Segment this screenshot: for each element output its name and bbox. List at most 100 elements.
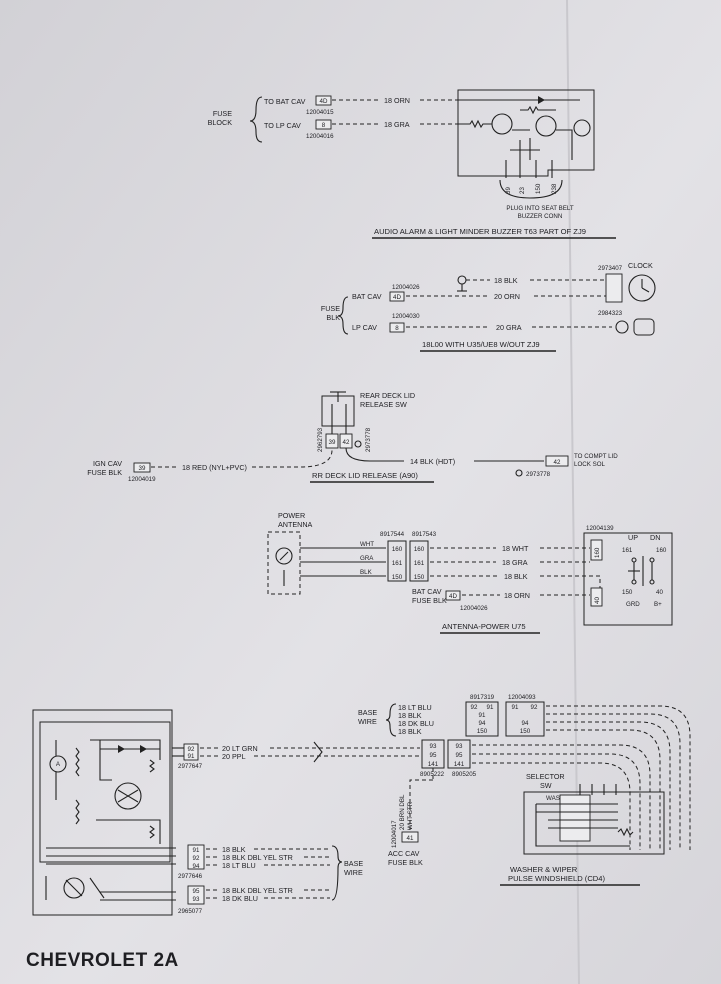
wiper-connector-a bbox=[465, 701, 499, 737]
svg-text:160: 160 bbox=[594, 547, 601, 558]
svg-text:95: 95 bbox=[456, 752, 463, 759]
antenna-bat-number: 4D bbox=[449, 593, 457, 600]
svg-text:94: 94 bbox=[522, 720, 529, 727]
wire-20-lt-grn: 20 LT GRN bbox=[222, 744, 258, 753]
svg-text:WIRE: WIRE bbox=[344, 868, 363, 877]
svg-text:18 BLK DBL YEL STR: 18 BLK DBL YEL STR bbox=[222, 886, 293, 895]
svg-text:WHT: WHT bbox=[360, 541, 374, 548]
clock-lp-number: 8 bbox=[395, 325, 399, 332]
wiper-connector-b bbox=[505, 701, 545, 737]
svg-text:8917544: 8917544 bbox=[380, 531, 405, 538]
antenna-wire-18-blk: 18 BLK bbox=[504, 572, 528, 581]
lamp-icon bbox=[615, 320, 629, 334]
svg-text:12004015: 12004015 bbox=[306, 109, 334, 116]
svg-text:94: 94 bbox=[193, 863, 200, 870]
antenna-grd-label: GRD bbox=[626, 601, 640, 608]
motor-icon bbox=[275, 547, 293, 565]
clock-bat-number: 4D bbox=[393, 294, 401, 301]
svg-text:2984323: 2984323 bbox=[598, 310, 623, 317]
svg-text:8905222: 8905222 bbox=[420, 771, 445, 778]
clock-fuse-label: FUSE bbox=[321, 304, 340, 313]
svg-text:18 BLK: 18 BLK bbox=[222, 845, 246, 854]
svg-text:12004093: 12004093 bbox=[508, 694, 536, 701]
svg-text:92: 92 bbox=[531, 704, 538, 711]
svg-text:39: 39 bbox=[329, 439, 336, 446]
wire-18-red: 18 RED (NYL+PVC) bbox=[182, 463, 247, 472]
antenna-bat-cav-label: BAT CAV bbox=[412, 587, 442, 596]
svg-text:18 LT BLU: 18 LT BLU bbox=[398, 703, 432, 712]
acc-wire-label: 20 BRN DBL bbox=[399, 794, 406, 830]
deck-lid-caption: RR DECK LID RELEASE (A90) bbox=[312, 471, 418, 480]
svg-text:18 DK BLU: 18 DK BLU bbox=[398, 719, 434, 728]
svg-text:18 BLK: 18 BLK bbox=[398, 727, 422, 736]
svg-text:2973778: 2973778 bbox=[365, 427, 372, 452]
svg-text:18 BLK DBL YEL STR: 18 BLK DBL YEL STR bbox=[222, 853, 293, 862]
svg-text:91: 91 bbox=[512, 704, 519, 711]
svg-text:12004030: 12004030 bbox=[392, 313, 420, 320]
antenna-bplus-label: B+ bbox=[654, 601, 662, 608]
svg-text:150: 150 bbox=[477, 728, 488, 735]
svg-text:BLK: BLK bbox=[326, 313, 340, 322]
svg-text:8905205: 8905205 bbox=[452, 771, 477, 778]
wash-label: WASH bbox=[546, 795, 564, 802]
wire-18-gra: 18 GRA bbox=[384, 120, 410, 129]
svg-text:150: 150 bbox=[622, 589, 633, 596]
svg-text:2962793: 2962793 bbox=[317, 427, 324, 452]
antenna-motor-box bbox=[267, 531, 301, 595]
acc-cav-number: 41 bbox=[407, 835, 414, 842]
svg-text:18 DK BLU: 18 DK BLU bbox=[222, 894, 258, 903]
svg-text:92: 92 bbox=[193, 855, 200, 862]
pulse-transistor-icon bbox=[114, 782, 142, 810]
svg-text:141: 141 bbox=[454, 761, 465, 768]
wiper-motor-icon bbox=[63, 877, 85, 899]
ammeter-icon bbox=[49, 755, 67, 773]
svg-text:A: A bbox=[56, 761, 61, 768]
svg-text:12004026: 12004026 bbox=[392, 284, 420, 291]
svg-text:42: 42 bbox=[343, 439, 350, 446]
selector-sw-label: SELECTOR bbox=[526, 772, 565, 781]
clock-icon bbox=[628, 274, 656, 302]
base-wire-top-label: BASE bbox=[358, 708, 377, 717]
svg-text:92: 92 bbox=[471, 704, 478, 711]
svg-text:12004026: 12004026 bbox=[460, 605, 488, 612]
wire-14-blk: 14 BLK (HDT) bbox=[410, 457, 455, 466]
svg-text:141: 141 bbox=[428, 761, 439, 768]
selector-switch bbox=[523, 791, 665, 855]
svg-text:150: 150 bbox=[392, 574, 403, 581]
deck-lid-section: REAR DECK LID RELEASE SW 2962793 39 42 2… bbox=[87, 391, 618, 483]
fuse-brace bbox=[249, 96, 263, 143]
buzzer-icon bbox=[573, 119, 591, 137]
svg-text:18 LT BLU: 18 LT BLU bbox=[222, 861, 256, 870]
svg-text:LOCK SOL: LOCK SOL bbox=[574, 461, 606, 468]
svg-text:BAT CAV: BAT CAV bbox=[352, 292, 382, 301]
buzzer-module bbox=[457, 89, 595, 177]
audio-alarm-caption: AUDIO ALARM & LIGHT MINDER BUZZER T63 PA… bbox=[374, 227, 586, 236]
antenna-caption: ANTENNA-POWER U75 bbox=[442, 622, 526, 631]
svg-text:92: 92 bbox=[188, 746, 195, 753]
svg-text:LP CAV: LP CAV bbox=[352, 323, 377, 332]
svg-text:40: 40 bbox=[594, 597, 601, 604]
svg-text:93: 93 bbox=[456, 743, 463, 750]
svg-text:12004017: 12004017 bbox=[391, 820, 398, 848]
svg-text:8917319: 8917319 bbox=[470, 694, 495, 701]
svg-text:91: 91 bbox=[479, 712, 486, 719]
svg-text:40: 40 bbox=[656, 589, 663, 596]
acc-cav-label: ACC CAV bbox=[388, 849, 420, 858]
wiper-motor-module bbox=[32, 709, 173, 916]
wire-20-ppl: 20 PPL bbox=[222, 752, 246, 761]
svg-text:TO LP CAV: TO LP CAV bbox=[264, 121, 301, 130]
wiper-section: A 92 91 2977647 20 LT GRN 20 PPL bbox=[32, 694, 691, 916]
svg-text:2973407: 2973407 bbox=[598, 265, 623, 272]
svg-text:91: 91 bbox=[193, 847, 200, 854]
svg-text:BUZZER CONN: BUZZER CONN bbox=[518, 213, 563, 220]
antenna-section: POWER ANTENNA WHT GRA BLK 8917544 891754… bbox=[267, 511, 673, 634]
svg-text:93: 93 bbox=[193, 896, 200, 903]
bat-cav-number: 4D bbox=[320, 98, 328, 105]
lock-sol-label: TO COMPT LID bbox=[574, 453, 618, 460]
svg-text:161: 161 bbox=[392, 560, 403, 567]
wiper-connector-mid-right bbox=[447, 739, 471, 769]
svg-text:95: 95 bbox=[430, 752, 437, 759]
antenna-connector-left bbox=[387, 540, 407, 582]
coil-icon bbox=[75, 747, 80, 777]
wiper-connector-lower bbox=[187, 844, 205, 870]
